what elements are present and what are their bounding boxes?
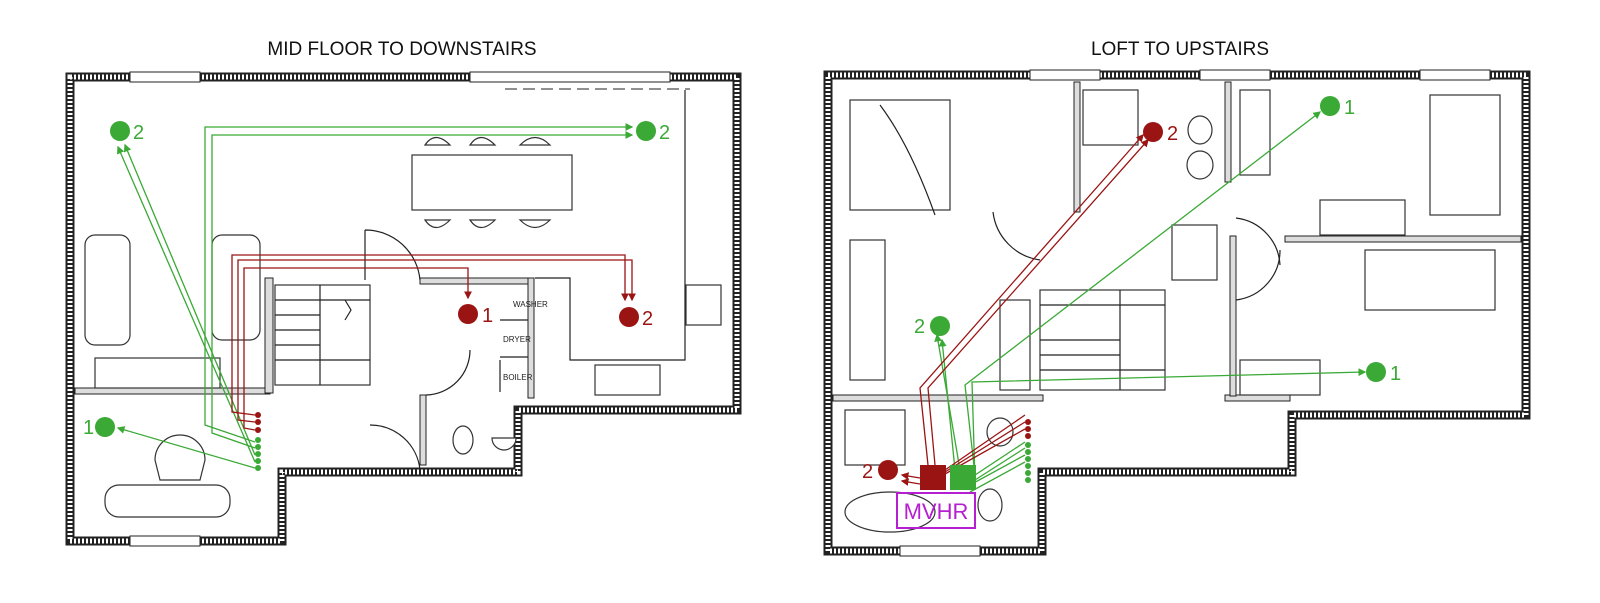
- wardrobe: [1239, 359, 1321, 396]
- svg-text:2: 2: [914, 316, 925, 338]
- svg-text:MVHR: MVHR: [904, 499, 969, 524]
- plan-mid-floor: MID FLOOR TO DOWNSTAIRS: [65, 39, 742, 547]
- supply-marker-bed-rear: 1: [1366, 362, 1401, 385]
- extract-ducts: [231, 254, 636, 431]
- wardrobe: [1319, 199, 1406, 236]
- label-boiler: BOILER: [503, 373, 533, 382]
- dining-table: [411, 154, 573, 211]
- extract-marker-bathroom: 2: [862, 460, 898, 483]
- svg-text:1: 1: [482, 305, 493, 327]
- plan-title: LOFT TO UPSTAIRS: [1091, 39, 1269, 60]
- svg-text:2: 2: [862, 461, 873, 483]
- mvhr-supply-port: [950, 465, 976, 490]
- svg-text:2: 2: [659, 122, 670, 144]
- staircase: [274, 284, 371, 386]
- svg-text:1: 1: [1344, 97, 1355, 119]
- supply-marker-bed-front: 1: [1320, 96, 1355, 119]
- svg-text:2: 2: [133, 122, 144, 144]
- wardrobe: [849, 239, 886, 381]
- single-bed: [1429, 94, 1501, 216]
- toilet: [977, 488, 1003, 522]
- sofa: [84, 234, 131, 346]
- kitchen-sink: [594, 364, 661, 396]
- label-washer: WASHER: [513, 300, 548, 309]
- shower-tray: [1082, 89, 1139, 146]
- duct-manifold-dots: [255, 412, 261, 471]
- basin: [491, 437, 517, 451]
- double-bed: [849, 99, 951, 211]
- supply-marker-study: 1: [83, 417, 115, 439]
- extract-marker-kitchen: 2: [619, 307, 653, 330]
- basin: [1186, 150, 1214, 180]
- hob: [685, 284, 722, 326]
- plan-loft: LOFT TO UPSTAIRS: [823, 39, 1531, 557]
- mvhr-extract-port: [920, 465, 946, 490]
- extract-marker-ensuite: 2: [1143, 122, 1178, 145]
- window: [469, 71, 671, 83]
- supply-marker-lounge: 2: [110, 121, 144, 144]
- loft-hatch: [1171, 224, 1218, 281]
- label-dryer: DRYER: [503, 335, 531, 344]
- svg-text:1: 1: [83, 417, 94, 439]
- window: [129, 71, 201, 83]
- window: [129, 535, 201, 547]
- supply-marker-dining: 2: [636, 121, 670, 144]
- shower-tray: [844, 409, 906, 466]
- sofa: [211, 234, 261, 341]
- desk: [104, 484, 231, 518]
- plan-title: MID FLOOR TO DOWNSTAIRS: [267, 39, 536, 60]
- supply-marker-bed-left: 2: [914, 316, 950, 338]
- extract-marker-utility: 1: [458, 304, 493, 327]
- tv-unit: [94, 357, 221, 389]
- wardrobe: [1239, 89, 1271, 176]
- bath: [844, 491, 936, 533]
- armchair: [154, 434, 206, 481]
- toilet: [1187, 115, 1213, 145]
- svg-text:2: 2: [1167, 123, 1178, 145]
- mvhr-unit: MVHR: [896, 492, 976, 529]
- duct-manifold-dots: [1025, 419, 1031, 483]
- toilet: [452, 425, 474, 455]
- svg-text:1: 1: [1390, 363, 1401, 385]
- svg-text:2: 2: [642, 308, 653, 330]
- wardrobe: [999, 299, 1031, 391]
- single-bed: [1364, 249, 1496, 311]
- supply-ducts: [934, 111, 1367, 493]
